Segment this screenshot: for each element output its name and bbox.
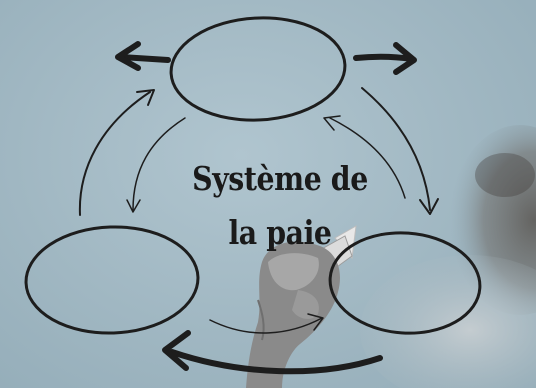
cycle-arrows-outer (78, 87, 439, 216)
arrow-left-icon (115, 41, 171, 71)
hand-with-marker (246, 225, 357, 388)
person-silhouette (360, 125, 536, 388)
title-line-1: Système de (192, 159, 368, 198)
title-line-2: la paie (228, 213, 332, 252)
diagram-title: Système de la paie (177, 152, 383, 260)
arrow-right-icon (353, 42, 417, 75)
cycle-arrows-inner (126, 115, 406, 334)
bottom-left-oval (24, 225, 200, 335)
top-oval (169, 16, 347, 122)
arrow-bottom-icon (162, 330, 383, 375)
bottom-right-oval (328, 231, 482, 335)
